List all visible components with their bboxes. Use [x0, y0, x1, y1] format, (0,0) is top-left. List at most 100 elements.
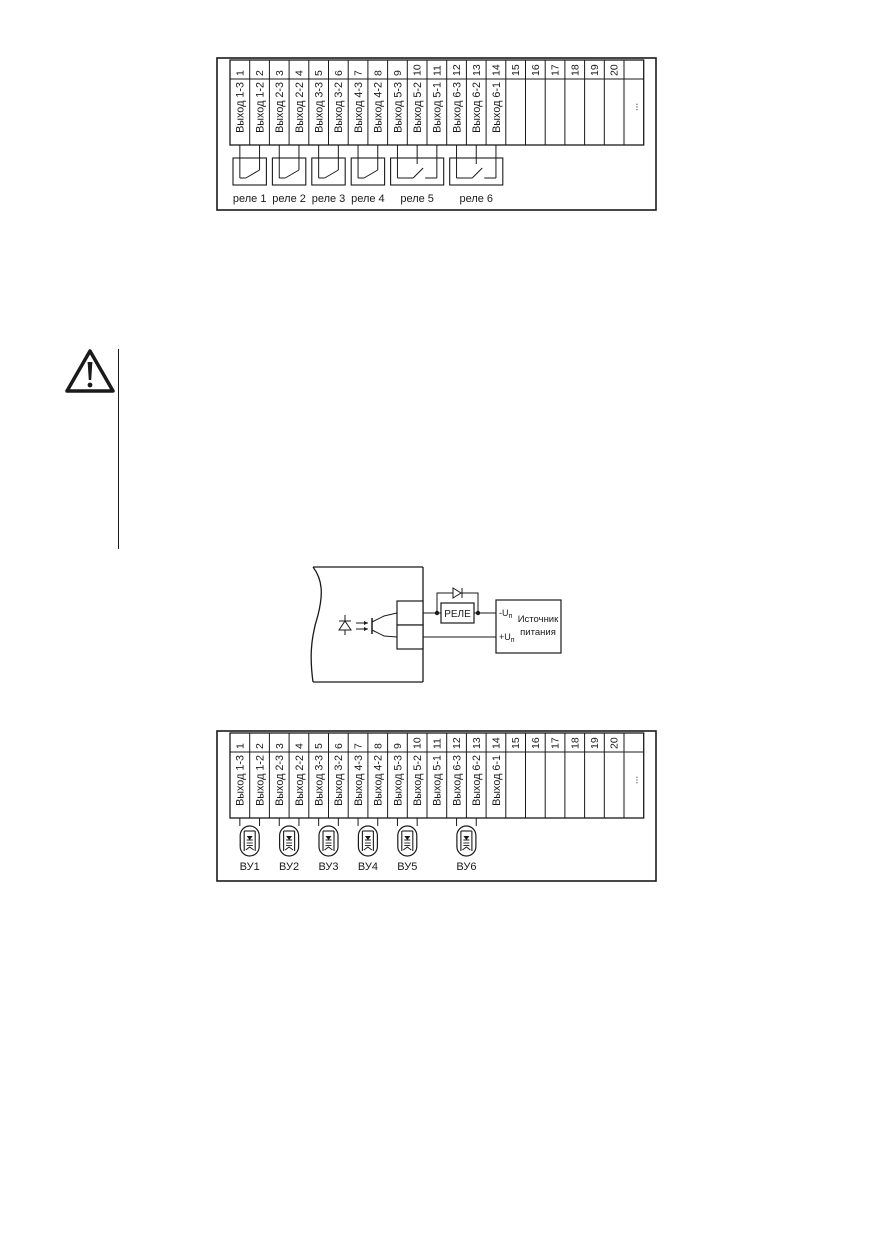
- terminal-number: 10: [412, 737, 424, 749]
- outer-frame: [216, 57, 657, 211]
- relay-contact: [324, 169, 339, 179]
- terminal-number: 12: [451, 64, 463, 76]
- output-label: Выход 5-3: [392, 82, 404, 133]
- power-source-line1: Источник: [518, 614, 559, 625]
- opto-transistor: [324, 846, 333, 851]
- relay-label: реле 4: [351, 193, 385, 205]
- relay-label: реле 5: [400, 193, 434, 205]
- optocoupler-label: ВУ2: [279, 861, 299, 873]
- warning-margin-line: [118, 349, 120, 549]
- output-label: Выход 4-3: [353, 82, 365, 133]
- output-label: Выход 2-2: [294, 82, 306, 133]
- terminal-number: 16: [530, 64, 542, 76]
- optocoupler-5: ВУ5: [396, 818, 418, 873]
- terminal-number: 14: [490, 737, 502, 749]
- relay-label: реле 1: [233, 193, 267, 205]
- output-label: Выход 4-2: [373, 82, 385, 133]
- relay-6: реле 6: [449, 145, 504, 205]
- optocoupler-body: [239, 825, 260, 857]
- opto-transistor: [284, 846, 294, 851]
- opto-led: [364, 836, 371, 840]
- optocoupler-body: [279, 825, 300, 857]
- output-label: Выход 6-3: [451, 755, 463, 806]
- optocoupler-label: ВУ1: [240, 861, 260, 873]
- output-label: Выход 2-3: [274, 755, 286, 806]
- terminal-number: 2: [254, 743, 266, 749]
- output-label: Выход 2-2: [294, 755, 306, 806]
- transistor-output-circuit: РЕЛЕ -Uп +Uп Источник питания: [310, 566, 562, 683]
- optocoupler-1: ВУ1: [239, 818, 261, 873]
- output-label: Выход 3-2: [333, 755, 345, 806]
- optocoupler-body: [318, 825, 339, 857]
- optocoupler-label: ВУ4: [358, 861, 378, 873]
- terminal-number: 5: [313, 743, 325, 749]
- terminal-strip: [229, 732, 645, 819]
- terminal-number: 6: [333, 743, 345, 749]
- terminal-number: 8: [372, 743, 384, 749]
- power-source-box: [495, 599, 562, 654]
- relay-box: [311, 157, 346, 186]
- terminal-number: 18: [569, 64, 581, 76]
- relay-3: реле 3: [311, 145, 346, 205]
- optocoupler-body: [357, 825, 378, 857]
- output-label: Выход 4-3: [353, 755, 365, 806]
- terminal-number: 1: [234, 743, 246, 749]
- output-label: Выход 6-2: [471, 755, 483, 806]
- terminal-number: 4: [293, 70, 305, 76]
- terminal-number: 4: [293, 743, 305, 749]
- relay-5: реле 5: [390, 145, 445, 205]
- optocoupler-3: ВУ3: [318, 818, 339, 873]
- output-label: Выход 5-2: [412, 755, 424, 806]
- opto-led: [286, 836, 293, 840]
- terminal-number: 9: [392, 743, 404, 749]
- relay-1: реле 1: [232, 145, 267, 205]
- output-label: Выход 6-3: [451, 82, 463, 133]
- terminal-number: 16: [530, 737, 542, 749]
- power-source-line2: питания: [520, 627, 556, 638]
- optocoupler-body: [397, 825, 418, 857]
- relay-2: реле 2: [271, 145, 307, 205]
- terminal-number: 12: [451, 737, 463, 749]
- terminal-number: 6: [333, 70, 345, 76]
- terminal-number: 19: [589, 64, 601, 76]
- terminal-number: 3: [274, 743, 286, 749]
- opto-transistor: [363, 846, 373, 851]
- relay-contact: [363, 169, 379, 179]
- relay-label: реле 2: [272, 193, 306, 205]
- output-label: Выход 1-2: [254, 755, 266, 806]
- opto-transistor: [462, 846, 471, 851]
- relay-label: реле 3: [312, 193, 346, 205]
- terminal-number: 14: [490, 64, 502, 76]
- terminal-number: 11: [431, 738, 443, 749]
- output-label: Выход 5-2: [412, 82, 424, 133]
- output-label: Выход 1-2: [254, 82, 266, 133]
- opto-led: [325, 836, 332, 840]
- output-label: Выход 5-1: [432, 82, 444, 133]
- relay-label: реле 6: [459, 193, 493, 205]
- terminal-number: 11: [431, 65, 443, 76]
- terminal-number: 8: [372, 70, 384, 76]
- output-label: Выход 1-3: [235, 82, 247, 133]
- output-label: Выход 4-2: [373, 755, 385, 806]
- output-label: Выход 3-2: [333, 82, 345, 133]
- output-label: Выход 1-3: [235, 755, 247, 806]
- optocoupler-label: ВУ3: [318, 861, 338, 873]
- relay-box: [271, 157, 307, 186]
- relay-box: [232, 157, 267, 186]
- output-label: Выход 3-3: [313, 82, 325, 133]
- terminal-number: 15: [510, 64, 522, 76]
- more-terminals-ellipsis: ...: [629, 776, 640, 784]
- relay-contact: [412, 167, 424, 179]
- relay-box-label: РЕЛЕ: [444, 609, 471, 620]
- terminal-number: 7: [353, 70, 365, 76]
- opto-led: [463, 836, 470, 840]
- terminal-number: 20: [609, 737, 621, 749]
- output-label: Выход 3-3: [313, 755, 325, 806]
- terminal-number: 19: [589, 737, 601, 749]
- terminal-number: 17: [550, 737, 562, 749]
- optocoupler-body: [456, 825, 477, 857]
- warning-triangle-icon: [65, 349, 115, 393]
